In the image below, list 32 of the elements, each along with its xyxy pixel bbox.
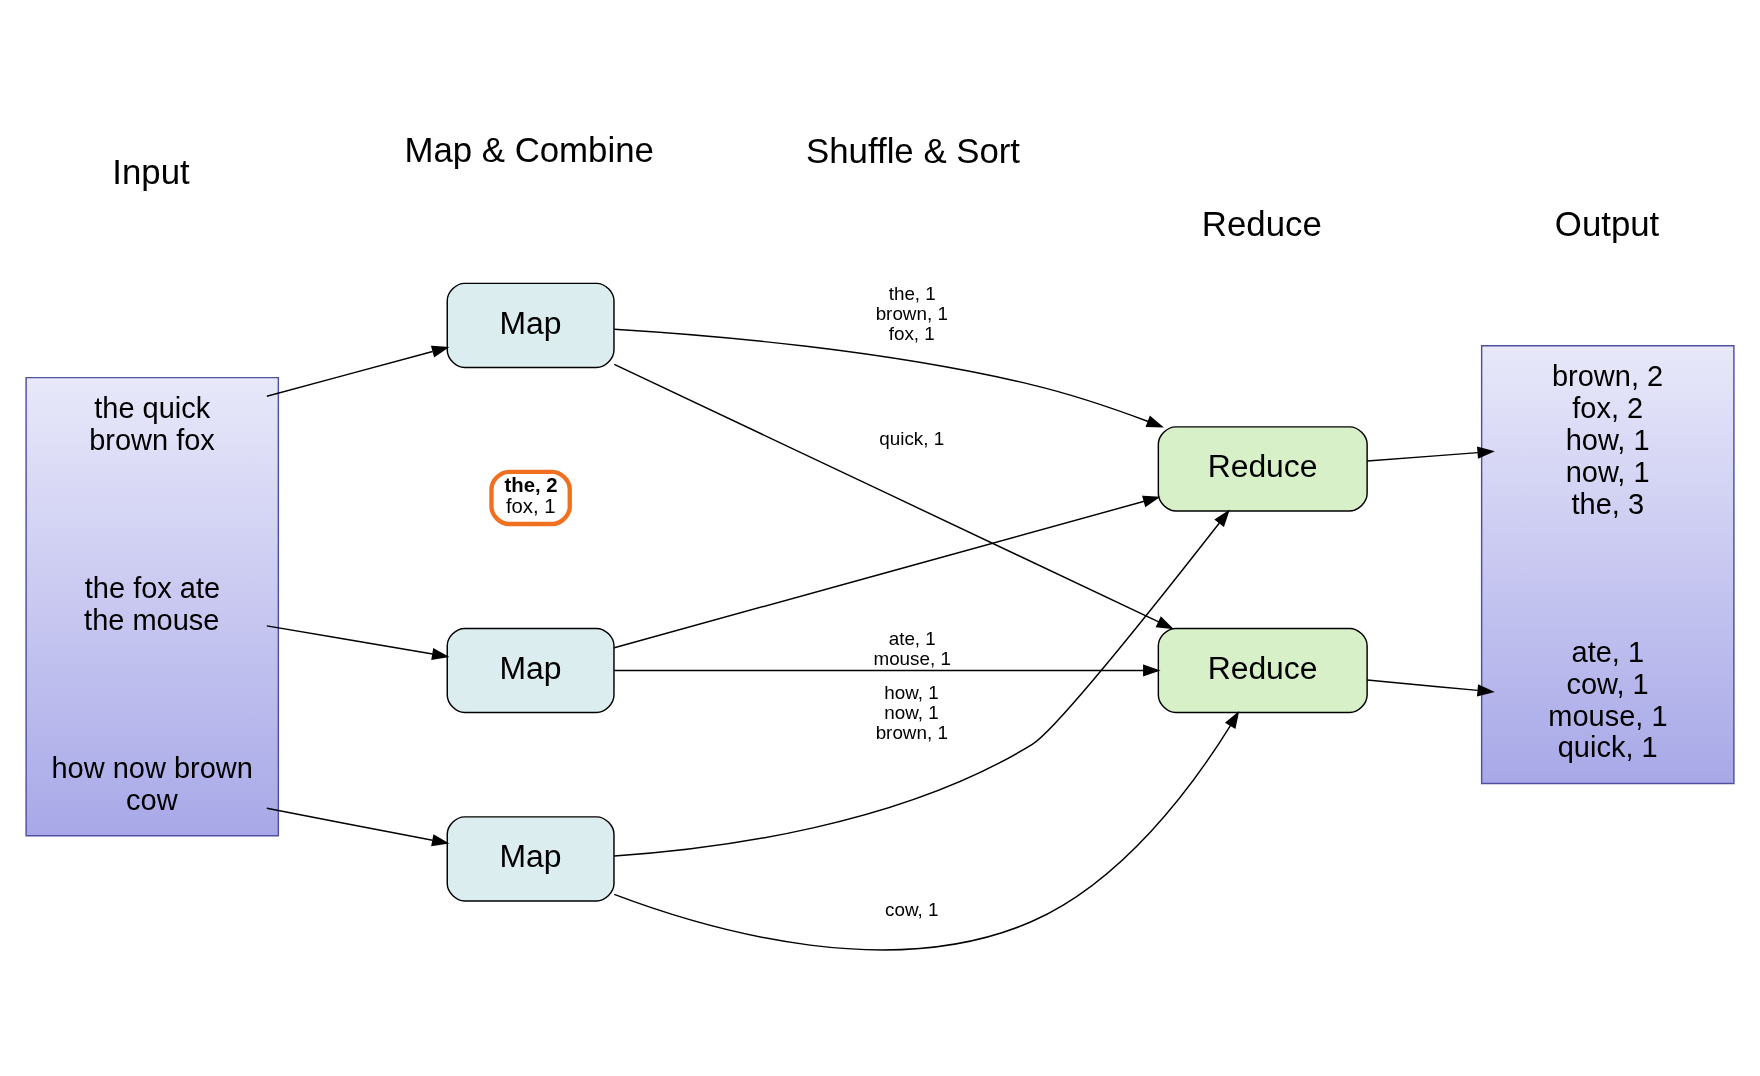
edge-label: the, 1 brown, 1 fox, 1 <box>875 282 948 344</box>
arrow <box>613 509 1230 857</box>
label: Input <box>112 152 190 191</box>
arrow <box>1366 446 1495 462</box>
node-text: ate, 1 cow, 1 mouse, 1 quick, 1 <box>1548 635 1668 763</box>
arrow <box>613 328 1164 427</box>
node-box: the, 2 fox, 1 <box>489 469 572 526</box>
node-box: Reduce <box>1157 425 1368 512</box>
edge-label: quick, 1 <box>879 427 945 449</box>
node-text: the quick brown fox <box>89 391 215 456</box>
edge-label: how, 1 now, 1 brown, 1 <box>875 681 948 743</box>
node-box: Map <box>446 627 615 713</box>
label: Reduce <box>1201 204 1322 243</box>
node-box: Map <box>446 282 615 368</box>
edge-label: cow, 1 <box>885 898 939 920</box>
node-text: how now brown cow <box>51 751 253 816</box>
arrow <box>266 345 450 397</box>
node-box: Map <box>446 815 615 902</box>
label: Output <box>1554 204 1660 243</box>
arrow <box>613 363 1174 629</box>
label: Map & Combine <box>404 130 654 169</box>
arrow <box>613 495 1161 648</box>
edge-label: ate, 1 mouse, 1 <box>873 627 951 669</box>
arrow <box>613 663 1161 677</box>
arrow <box>613 710 1240 951</box>
node-text: brown, 2 fox, 2 how, 1 now, 1 the, 3 <box>1551 359 1664 520</box>
node-box: Reduce <box>1157 627 1368 713</box>
node-text: the fox ate the mouse <box>84 571 221 636</box>
arrow <box>1366 678 1495 696</box>
cluster <box>1480 344 1735 784</box>
label: Shuffle & Sort <box>806 131 1021 170</box>
cluster <box>25 376 280 836</box>
